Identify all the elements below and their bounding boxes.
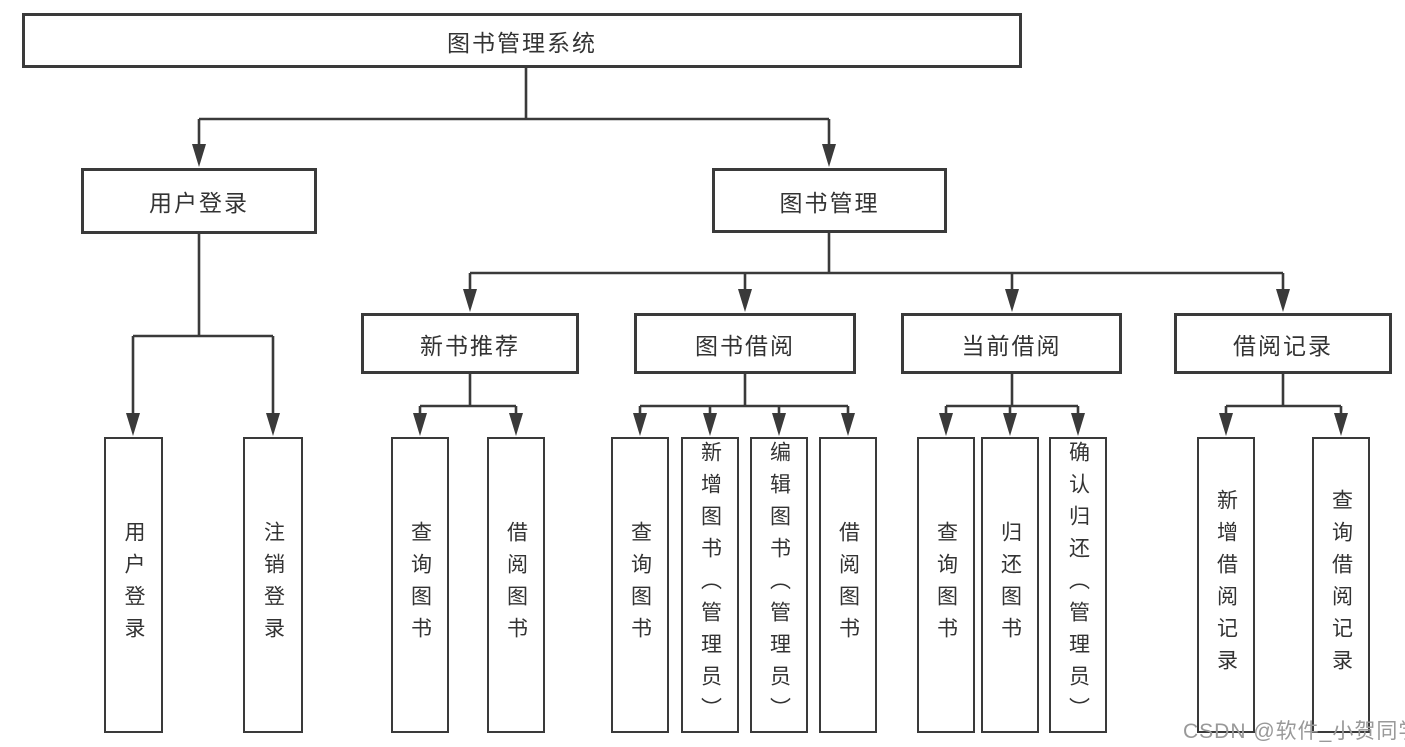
leaf-label: 借阅图书 — [836, 521, 860, 649]
node-library-system: 图书管理系统 — [22, 13, 1022, 68]
leaf-label: 查询借阅记录 — [1329, 489, 1353, 681]
leaf-add-borrow-record: 新增借阅记录 — [1197, 437, 1255, 733]
leaf-label: 确认归还（管理员） — [1066, 441, 1090, 729]
leaf-query-books-2: 查询图书 — [611, 437, 669, 733]
connector-new-book-to-leaves — [413, 374, 523, 436]
leaf-borrow-books-1: 借阅图书 — [487, 437, 545, 733]
connector-book-management-to-level3 — [463, 233, 1290, 312]
leaf-label: 新增图书（管理员） — [698, 441, 722, 729]
node-user-login: 用户登录 — [81, 168, 317, 234]
connector-root-to-level2 — [192, 68, 836, 167]
node-current-borrow: 当前借阅 — [901, 313, 1122, 374]
leaf-user-login: 用户登录 — [104, 437, 163, 733]
leaf-label: 查询图书 — [408, 521, 432, 649]
leaf-label: 新增借阅记录 — [1214, 489, 1238, 681]
leaf-label: 编辑图书（管理员） — [767, 441, 791, 729]
leaf-logout: 注销登录 — [243, 437, 303, 733]
watermark-text: CSDN @软件_小贺同学 — [1183, 720, 1405, 743]
leaf-label: 借阅图书 — [504, 521, 528, 649]
leaf-query-books-3: 查询图书 — [917, 437, 975, 733]
node-label: 用户登录 — [149, 190, 249, 216]
node-label: 图书借阅 — [695, 332, 795, 359]
node-label: 图书管理 — [779, 189, 880, 216]
leaf-add-book-admin: 新增图书（管理员） — [681, 437, 739, 733]
leaf-label: 查询图书 — [628, 521, 652, 649]
leaf-label: 查询图书 — [934, 521, 958, 649]
leaf-return-book: 归还图书 — [981, 437, 1039, 733]
leaf-label: 归还图书 — [998, 521, 1022, 649]
leaf-label: 用户登录 — [122, 521, 145, 649]
node-label: 当前借阅 — [961, 332, 1062, 359]
node-label: 新书推荐 — [420, 332, 520, 359]
node-label: 借阅记录 — [1233, 332, 1333, 359]
leaf-query-borrow-record: 查询借阅记录 — [1312, 437, 1370, 733]
leaf-edit-book-admin: 编辑图书（管理员） — [750, 437, 808, 733]
connector-user-login-to-leaves — [126, 234, 280, 436]
node-borrow-records: 借阅记录 — [1174, 313, 1392, 374]
leaf-label: 注销登录 — [261, 521, 285, 649]
leaf-confirm-return-admin: 确认归还（管理员） — [1049, 437, 1107, 733]
leaf-query-books-1: 查询图书 — [391, 437, 449, 733]
connector-book-borrow-to-leaves — [633, 374, 855, 436]
node-book-management: 图书管理 — [712, 168, 947, 233]
node-book-borrow: 图书借阅 — [634, 313, 856, 374]
node-new-book-recommend: 新书推荐 — [361, 313, 579, 374]
connector-current-borrow-to-leaves — [939, 374, 1085, 436]
node-label: 图书管理系统 — [447, 29, 597, 56]
connector-borrow-records-to-leaves — [1219, 374, 1348, 436]
leaf-borrow-books-2: 借阅图书 — [819, 437, 877, 733]
